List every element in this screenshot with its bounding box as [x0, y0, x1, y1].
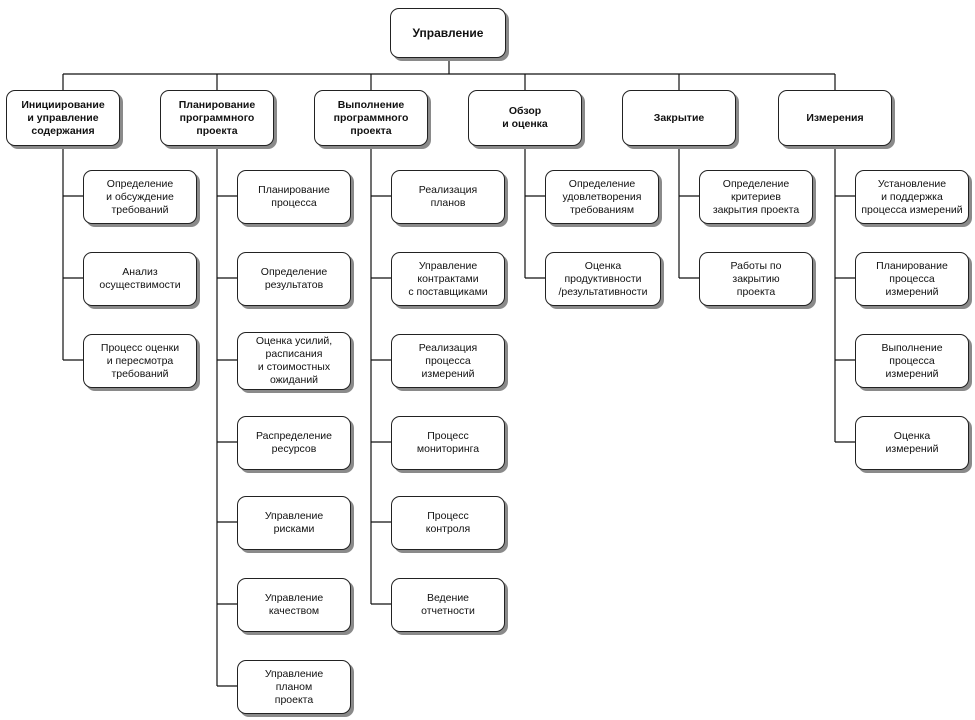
task-monitoring: Процесс мониторинга: [391, 416, 505, 470]
task-requirements-satisfaction: Определение удовлетворения требованиям: [545, 170, 659, 224]
phase-planning: Планирование программного проекта: [160, 90, 274, 146]
task-measurement-establishment: Установление и поддержка процесса измере…: [855, 170, 969, 224]
task-plan-management: Управление планом проекта: [237, 660, 351, 714]
task-risk-management: Управление рисками: [237, 496, 351, 550]
task-effort-estimation: Оценка усилий, расписания и стоимостных …: [237, 332, 351, 390]
task-closure-criteria: Определение критериев закрытия проекта: [699, 170, 813, 224]
task-control: Процесс контроля: [391, 496, 505, 550]
task-feasibility-analysis: Анализ осуществимости: [83, 252, 197, 306]
task-measurement-evaluation: Оценка измерений: [855, 416, 969, 470]
task-plan-implementation: Реализация планов: [391, 170, 505, 224]
task-reporting: Ведение отчетности: [391, 578, 505, 632]
task-measurement-implementation: Реализация процесса измерений: [391, 334, 505, 388]
task-supplier-contracts: Управление контрактами с поставщиками: [391, 252, 505, 306]
phase-measurement: Измерения: [778, 90, 892, 146]
task-deliverables-definition: Определение результатов: [237, 252, 351, 306]
phase-execution: Выполнение программного проекта: [314, 90, 428, 146]
task-closure-works: Работы по закрытию проекта: [699, 252, 813, 306]
phase-review: Обзор и оценка: [468, 90, 582, 146]
task-requirements-review: Процесс оценки и пересмотра требований: [83, 334, 197, 388]
task-measurement-planning: Планирование процесса измерений: [855, 252, 969, 306]
phase-initiation: Инициирование и управление содержания: [6, 90, 120, 146]
phase-closure: Закрытие: [622, 90, 736, 146]
task-requirements-definition: Определение и обсуждение требований: [83, 170, 197, 224]
task-resource-allocation: Распределение ресурсов: [237, 416, 351, 470]
task-quality-management: Управление качеством: [237, 578, 351, 632]
task-process-planning: Планирование процесса: [237, 170, 351, 224]
root-node-upravlenie: Управление: [390, 8, 506, 58]
task-performance-evaluation: Оценка продуктивности /результативности: [545, 252, 661, 306]
task-measurement-execution: Выполнение процесса измерений: [855, 334, 969, 388]
